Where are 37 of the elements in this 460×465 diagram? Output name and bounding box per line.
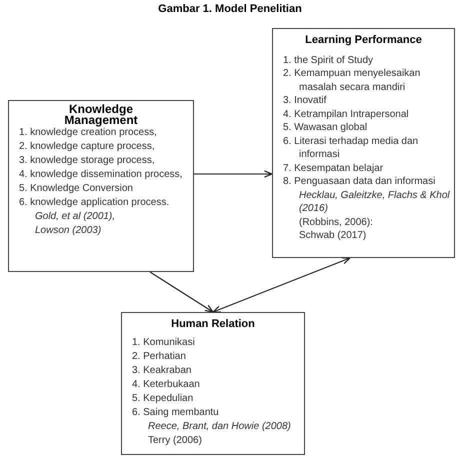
citation: Terry (2006) (147, 434, 203, 448)
list-item: 1. Komunikasi (131, 336, 196, 350)
list-item: 8. Penguasaan data dan informasi (282, 175, 436, 188)
figure-title: Gambar 1. Model Penelitian (157, 2, 303, 17)
citation: (Robbins, 2006): (298, 216, 374, 229)
citation: Schwab (2017) (298, 229, 368, 242)
list-box (121, 312, 305, 455)
list-item: 1. the Spirit of Study (282, 54, 374, 67)
list-box (272, 28, 455, 258)
list-box (8, 100, 194, 272)
list-item: 4. Keterbukaan (131, 378, 201, 392)
citation: Reece, Brant, dan Howie (2008) (147, 420, 292, 434)
box-heading: Knowledge Management (63, 104, 139, 126)
list-item: 3. Keakraban (131, 364, 192, 378)
list-item: 3. Inovatif (282, 94, 328, 108)
arrow (212, 257, 351, 313)
box-heading: Learning Performance (304, 33, 423, 48)
list-item: 7. Kesempatan belajar (282, 162, 384, 175)
arrow (194, 170, 273, 178)
arrow (150, 272, 214, 313)
list-item: 4. knowledge dissemination process, (18, 168, 184, 182)
list-item: 4. Ketrampilan Intrapersonal (282, 108, 410, 121)
list-item: 5. Wawasan global (282, 121, 368, 134)
citation: Gold, et al (2001), (34, 210, 116, 224)
list-item: 5. Knowledge Conversion (18, 182, 134, 196)
list-item: 1. knowledge creation process, (18, 126, 158, 140)
box-heading: Human Relation (170, 317, 256, 332)
list-item: 6. knowledge application process. (18, 196, 170, 210)
list-item: 2. Perhatian (131, 350, 187, 364)
citation: Lowson (2003) (34, 224, 102, 238)
list-item: 6. Literasi terhadap media dan informasi (282, 134, 420, 162)
list-item: 6. Saing membantu (131, 406, 220, 420)
list-item: 2. Kemampuan menyelesaikan masalah secara mandiri (282, 67, 422, 94)
list-item: 3. knowledge storage process, (18, 154, 156, 168)
list-item: 2. knowledge capture process, (18, 140, 156, 154)
citation: Hecklau, Galeitzke, Flachs & Khol (2016) (298, 188, 450, 216)
list-item: 5. Kepedulian (131, 392, 194, 406)
